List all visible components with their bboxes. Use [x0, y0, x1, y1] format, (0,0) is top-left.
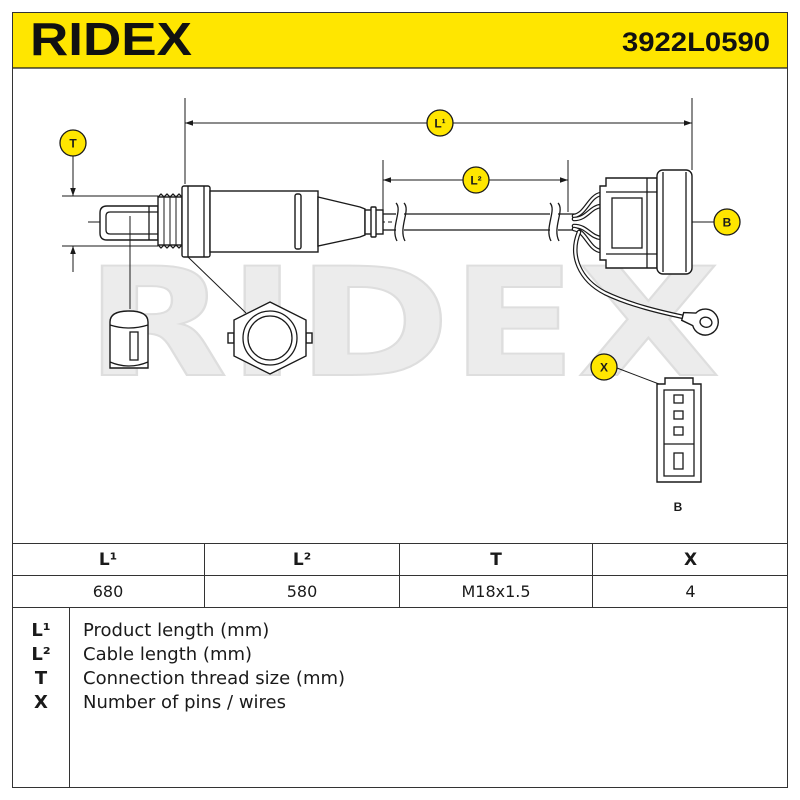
legend-row: X Number of pins / wires [12, 690, 286, 714]
callout-t-label: T [69, 137, 77, 151]
table-header-x: X [593, 544, 788, 576]
tip-detail-cap [109, 324, 149, 329]
pin-view-label: B [674, 500, 683, 514]
oxygen-sensor-side-view [99, 185, 384, 258]
hex-detail-thread-inner [247, 315, 293, 361]
callout-x-label: X [600, 361, 608, 375]
callout-l2: L² [462, 166, 490, 194]
cable-break-mark [402, 202, 407, 242]
pin-slot [673, 394, 684, 404]
sensor-body [209, 190, 319, 253]
sensor-tube-inner [105, 211, 158, 235]
connector-cap [656, 169, 693, 275]
spec-table: L¹ L² T X 680 580 M18x1.5 4 [12, 543, 788, 608]
hex-detail-thread-outer [242, 310, 298, 366]
connector-pin-view: B [656, 377, 702, 514]
sensor-hex-nut [181, 185, 211, 258]
table-value-l2: 580 [205, 576, 400, 608]
table-value-x: 4 [593, 576, 788, 608]
legend-description: Connection thread size (mm) [83, 667, 346, 689]
callout-b-circle [713, 208, 741, 236]
callout-l2-circle [462, 166, 490, 194]
sheet-frame [12, 12, 788, 788]
legend-row: L² Cable length (mm) [12, 642, 252, 666]
sensor-taper [317, 196, 366, 247]
legend-row: T Connection thread size (mm) [12, 666, 345, 690]
ring-terminal-hole [699, 316, 713, 328]
sensor-cable [383, 202, 576, 242]
tip-detail-slot [129, 331, 139, 361]
sensor-tip-detail-view [109, 216, 149, 369]
ground-wire [573, 229, 719, 336]
legend-row: L¹ Product length (mm) [12, 618, 269, 642]
cable-break-mark [556, 202, 561, 242]
callout-t-circle [59, 129, 87, 157]
callout-x-circle [590, 353, 618, 381]
wire-core [572, 192, 603, 218]
pin-slot [673, 410, 684, 420]
callout-b: B [713, 208, 741, 236]
hex-detail-tab [227, 332, 235, 344]
dimension-t [62, 156, 158, 272]
legend-description: Product length (mm) [83, 619, 270, 641]
hex-nut-end-view [187, 256, 313, 375]
pin-slot [673, 426, 684, 436]
tip-detail-base [109, 361, 149, 367]
sensor-neck-ring [370, 206, 377, 238]
callout-t: T [59, 129, 87, 157]
legend-key: L¹ [31, 619, 51, 641]
hex-detail-outline [233, 301, 307, 375]
connector-wires [571, 191, 604, 254]
legend-description: Cable length (mm) [83, 643, 253, 665]
pin-slot [673, 452, 684, 470]
header-bar [12, 12, 788, 68]
legend-key: L² [31, 643, 51, 665]
hex-detail-leader [187, 256, 247, 314]
legend: L¹ Product length (mm) L² Cable length (… [12, 608, 788, 788]
pin-view-housing [656, 377, 702, 483]
ring-terminal [680, 308, 719, 336]
legend-divider [69, 608, 70, 788]
cable-break-mark [548, 202, 553, 242]
connector-window [611, 197, 643, 249]
callout-l1: L¹ [426, 109, 454, 137]
part-number: 3922L0590 [622, 27, 770, 57]
ground-wire-core [574, 230, 690, 320]
callout-x-leader [616, 367, 660, 385]
wire-core [572, 227, 603, 253]
callout-l2-label: L² [470, 174, 481, 188]
pin-view-inner [663, 389, 695, 477]
sensor-body-groove [294, 193, 302, 250]
callout-b-label: B [723, 216, 732, 230]
legend-description: Number of pins / wires [83, 691, 287, 713]
brand-logo: RIDEX [30, 13, 192, 65]
tip-detail-outline [109, 310, 149, 369]
connector-side-view [599, 169, 714, 275]
legend-key: X [34, 691, 48, 713]
table-header-t: T [400, 544, 593, 576]
table-header-l2: L² [205, 544, 400, 576]
table-header-l1: L¹ [12, 544, 205, 576]
callout-x: X [590, 353, 660, 385]
hex-detail-tab [305, 332, 313, 344]
table-value-l1: 680 [12, 576, 205, 608]
callout-l1-label: L¹ [434, 117, 445, 131]
callout-l1-circle [426, 109, 454, 137]
cable-break-mark [394, 202, 399, 242]
table-value-t: M18x1.5 [400, 576, 593, 608]
wire-core [572, 204, 603, 221]
wire-core [572, 224, 603, 240]
sensor-protection-tube [99, 205, 159, 241]
legend-key: T [34, 667, 48, 689]
